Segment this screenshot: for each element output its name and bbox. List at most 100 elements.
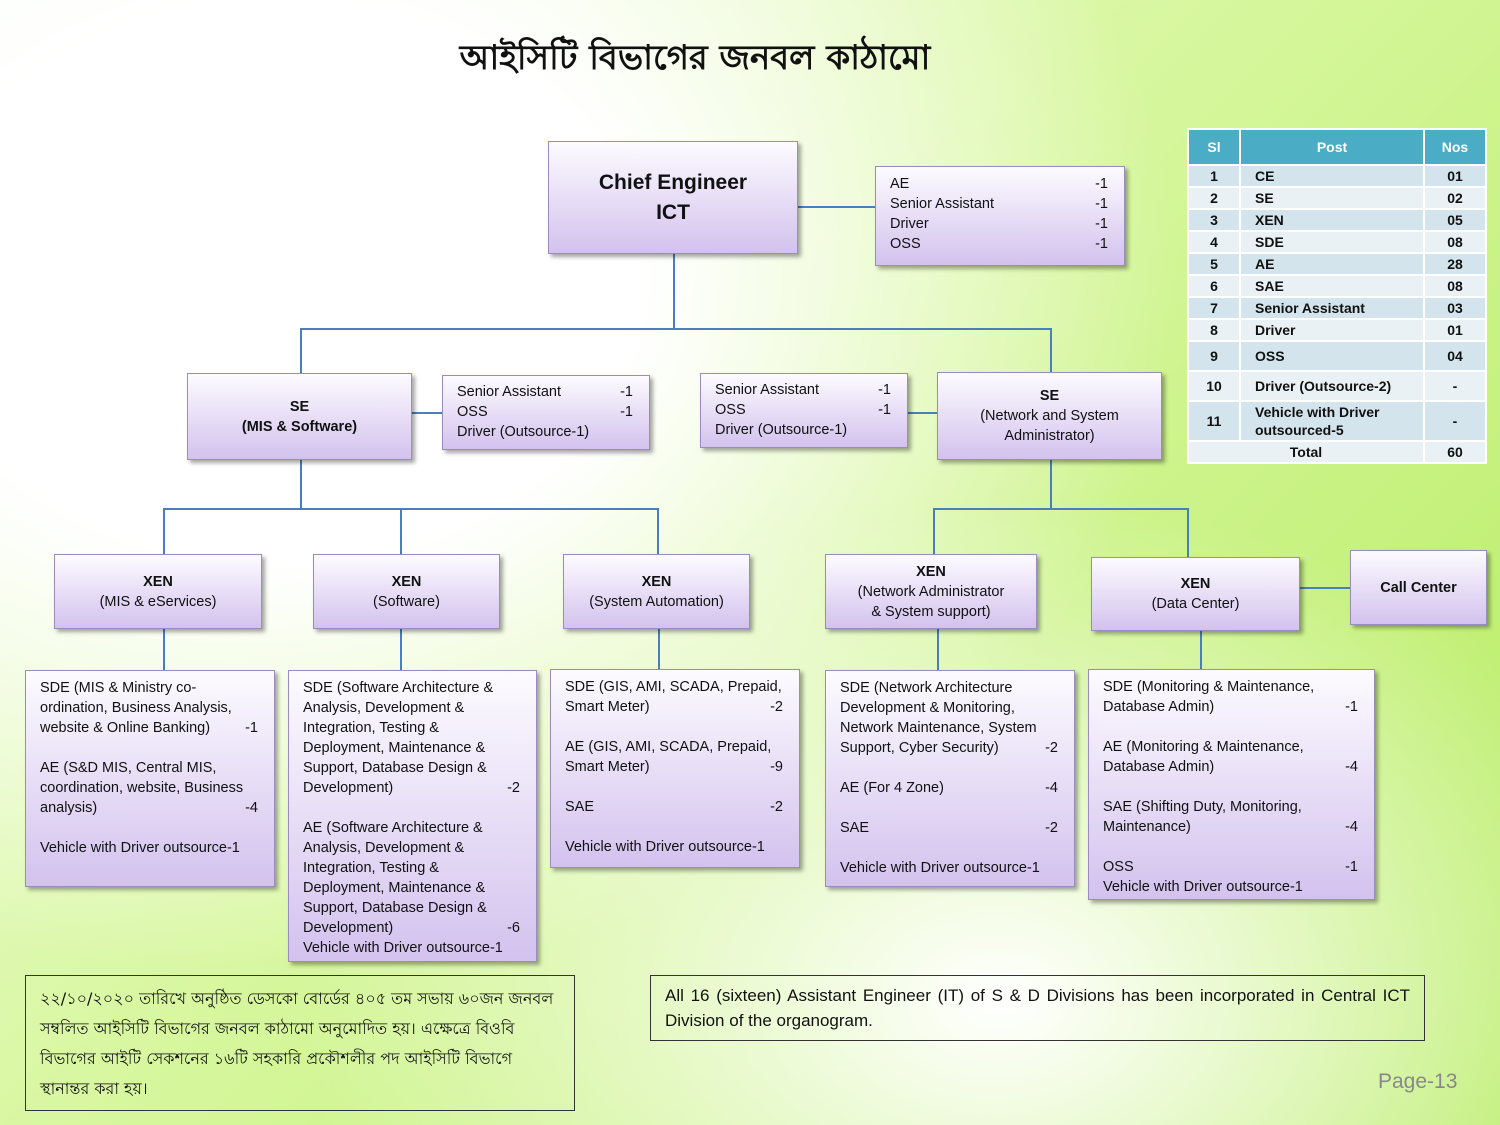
connector xyxy=(400,629,402,670)
connector xyxy=(657,508,659,554)
detail-line: OSS-1 xyxy=(890,234,1110,254)
detail-line: Integration, Testing & xyxy=(303,858,522,878)
table-cell: - xyxy=(1423,400,1487,442)
line-text: AE (For 4 Zone) xyxy=(840,780,944,796)
table-cell: 6 xyxy=(1187,274,1241,298)
line-text: SAE xyxy=(840,820,870,836)
detail-line: Deployment, Maintenance & xyxy=(303,738,522,758)
line-text: AE (Software Architecture & xyxy=(303,820,483,836)
detail-line: ordination, Business Analysis, xyxy=(40,698,260,718)
line-text: SDE (Software Architecture & xyxy=(303,680,494,696)
detail-line: Vehicle with Driver outsource-1 xyxy=(1103,877,1360,897)
connector xyxy=(908,412,937,414)
detail-line: Database Admin)-1 xyxy=(1103,697,1360,717)
line-text: Integration, Testing & xyxy=(303,860,439,876)
line-text: AE (S&D MIS, Central MIS, xyxy=(40,760,217,776)
connector xyxy=(163,508,165,554)
detail-line: Maintenance) -4 xyxy=(1103,817,1360,837)
detail-line xyxy=(840,758,1060,778)
line-count: -1 xyxy=(1345,699,1358,715)
line-text: Support, Cyber Security) xyxy=(840,740,999,756)
line-text: Vehicle with Driver outsource-1 xyxy=(303,940,503,956)
node-subtitle: ICT xyxy=(656,200,690,224)
line-count: -4 xyxy=(245,800,258,816)
line-count: -2 xyxy=(1045,820,1058,836)
line-text: Analysis, Development & xyxy=(303,700,465,716)
line-text: Development) xyxy=(303,780,394,796)
column-header: Sl xyxy=(1187,128,1241,166)
line-text xyxy=(840,838,842,858)
detail-line: OSS-1 xyxy=(715,400,893,420)
detail-line: Analysis, Development & xyxy=(303,698,522,718)
line-count: -4 xyxy=(1345,759,1358,775)
table-cell: Vehicle with Driver outsourced-5 xyxy=(1239,400,1425,442)
detail-line: SAE-2 xyxy=(565,797,785,817)
detail-line: AE (Software Architecture & xyxy=(303,818,522,838)
line-text: Senior Assistant xyxy=(715,382,819,398)
connector xyxy=(673,254,675,328)
line-text: Development & Monitoring, xyxy=(840,700,1015,716)
line-text: Smart Meter) xyxy=(565,759,650,775)
line-text: Maintenance) xyxy=(1103,819,1191,835)
detail-line xyxy=(40,818,260,838)
connector xyxy=(933,508,935,554)
xen-mis-details: SDE (MIS & Ministry co-ordination, Busin… xyxy=(25,670,275,887)
connector xyxy=(658,629,660,669)
line-text xyxy=(40,738,42,758)
connector xyxy=(163,508,657,510)
table-cell: 1 xyxy=(1187,164,1241,188)
connector xyxy=(163,629,165,670)
table-cell: 01 xyxy=(1423,164,1487,188)
line-text xyxy=(565,777,567,797)
table-cell: SDE xyxy=(1239,230,1425,254)
node-subtitle: (Network and System xyxy=(980,408,1119,424)
detail-line xyxy=(565,717,785,737)
table-cell: 08 xyxy=(1423,230,1487,254)
table-cell: 9 xyxy=(1187,340,1241,372)
line-text: analysis) xyxy=(40,800,98,816)
line-text: Support, Database Design & xyxy=(303,900,487,916)
detail-line: Senior Assistant-1 xyxy=(890,194,1110,214)
line-text xyxy=(1103,837,1105,857)
table-cell: OSS xyxy=(1239,340,1425,372)
detail-line xyxy=(565,817,785,837)
line-count: -4 xyxy=(1345,819,1358,835)
detail-line: Driver-1 xyxy=(890,214,1110,234)
line-text: Senior Assistant xyxy=(457,384,561,400)
detail-line: SDE (GIS, AMI, SCADA, Prepaid, xyxy=(565,677,785,697)
detail-line: Smart Meter)-2 xyxy=(565,697,785,717)
se-network-node: SE (Network and System Administrator) xyxy=(937,372,1162,460)
detail-line: Vehicle with Driver outsource-1 xyxy=(840,858,1060,878)
detail-line: SDE (Network Architecture xyxy=(840,678,1060,698)
connector xyxy=(1050,460,1052,508)
connector xyxy=(798,206,875,208)
detail-line: Analysis, Development & xyxy=(303,838,522,858)
node-subtitle: (MIS & eServices) xyxy=(99,593,217,610)
detail-line: Deployment, Maintenance & xyxy=(303,878,522,898)
line-count: -2 xyxy=(507,780,520,796)
node-title: SE xyxy=(289,398,310,415)
table-cell: - xyxy=(1423,370,1487,402)
detail-line: Development) -2 xyxy=(303,778,522,798)
node-title: XEN xyxy=(391,573,422,590)
line-count: -1 xyxy=(1095,176,1108,192)
node-title: Chief Engineer xyxy=(598,170,748,194)
detail-line: SDE (MIS & Ministry co- xyxy=(40,678,260,698)
detail-line xyxy=(565,777,785,797)
total-label: Total xyxy=(1187,440,1425,464)
line-text: Vehicle with Driver outsource-1 xyxy=(40,840,240,856)
line-count: -1 xyxy=(620,404,633,420)
detail-line: Smart Meter)-9 xyxy=(565,757,785,777)
table-cell: Senior Assistant xyxy=(1239,296,1425,320)
table-cell: CE xyxy=(1239,164,1425,188)
detail-line: OSS-1 xyxy=(457,402,635,422)
table-cell: SE xyxy=(1239,186,1425,210)
detail-line: SAE -2 xyxy=(840,818,1060,838)
node-title: XEN xyxy=(1180,576,1211,592)
